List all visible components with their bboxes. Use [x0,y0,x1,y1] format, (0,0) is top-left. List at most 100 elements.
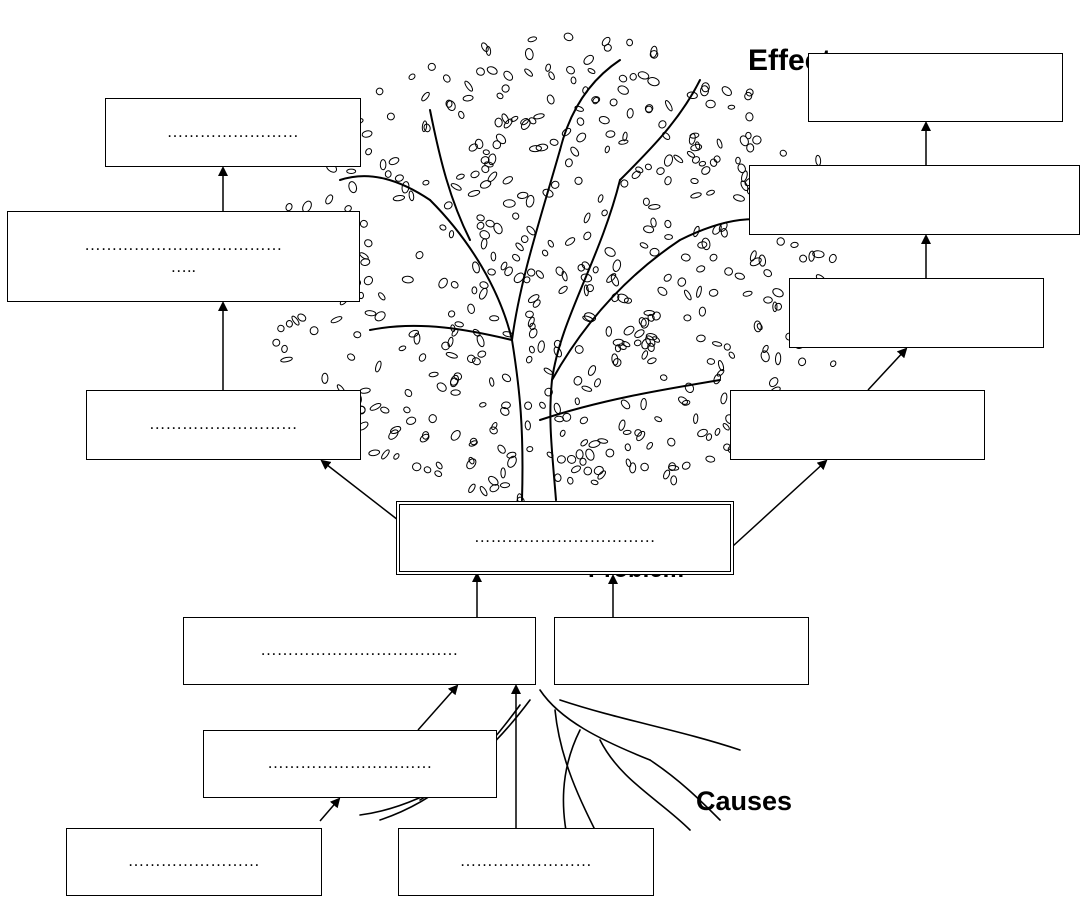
leaf [309,325,320,336]
leaf [439,224,447,231]
leaf [593,266,599,273]
leaf [606,130,616,137]
leaf [720,85,733,97]
leaf [574,177,582,185]
leaf [474,138,484,149]
effect-box-left-3[interactable]: ……………………… [86,390,361,460]
leaf [583,212,591,223]
leaf [478,287,489,300]
effect-box-right-4[interactable] [730,390,985,460]
cause-box-3[interactable]: ………………………… [203,730,497,798]
leaf [693,414,698,424]
leaf [495,118,503,127]
leaf [363,238,373,248]
leaf [763,268,773,278]
leaf [447,337,454,347]
leaf [673,154,684,164]
leaf [587,67,596,74]
leaf [666,437,676,447]
leaf [515,242,525,252]
problem-box[interactable]: …………………………… [396,501,734,575]
leaf [536,144,548,152]
leaf [790,242,798,248]
leaf [533,113,544,120]
leaf [481,238,488,249]
leaf [664,100,673,112]
leaf [591,479,599,485]
leaf [613,358,622,367]
leaf [563,32,574,42]
leaf [660,374,668,381]
leaf [579,416,589,425]
leaf [451,390,460,396]
leaf [695,141,700,149]
effect-box-left-2[interactable]: ……………………………… ….. [7,211,360,302]
leaf [537,340,545,352]
leaf [620,398,632,410]
leaf [535,269,545,279]
effect-box-right-1[interactable] [808,53,1063,122]
cause-box-2[interactable] [554,617,809,685]
cause-box-1[interactable]: ……………………………… [183,617,536,685]
leaf [271,338,281,348]
leaf [490,316,499,321]
leaf [525,421,531,430]
cause-box-4[interactable]: …………………… [66,828,322,896]
leaf [456,173,465,180]
leaf [601,36,612,47]
leaf [620,179,628,187]
leaf [603,246,616,258]
leaf [684,315,691,321]
leaf [575,398,580,405]
leaf [561,271,568,282]
leaf [664,220,672,229]
leaf [712,341,722,347]
leaf [286,320,294,328]
leaf [471,356,481,366]
leaf [604,146,610,154]
leaf [565,65,576,75]
leaf [517,192,528,199]
leaf [377,292,386,301]
leaf [601,209,609,217]
leaf [489,377,495,386]
leaf [716,139,723,149]
effect-box-left-1[interactable]: …………………… [105,98,361,167]
leaf [501,468,505,478]
leaf [475,67,485,77]
leaf [745,132,751,139]
causes-label: Causes [696,786,792,817]
leaf [415,250,425,260]
leaf [422,180,429,186]
leaf [573,375,583,386]
leaf [363,275,375,287]
effect-box-right-2[interactable] [749,165,1080,235]
leaf [635,166,644,174]
leaf [557,455,566,463]
leaf [688,133,696,145]
leaf [348,181,358,194]
leaf [706,189,715,196]
leaf [707,358,715,364]
leaf [480,164,490,174]
effect-box-right-3[interactable] [789,278,1044,348]
leaf [565,158,573,167]
leaf [374,360,382,372]
leaf [576,117,585,126]
leaf [797,357,806,367]
leaf [511,253,521,262]
leaf [646,441,654,450]
leaf [696,335,705,343]
leaf [622,324,635,336]
leaf [467,483,476,494]
leaf [643,198,649,206]
leaf [476,221,486,231]
leaf [467,303,476,314]
leaf [503,200,515,207]
leaf [634,339,642,346]
cause-box-5[interactable]: …………………… [398,828,654,896]
leaf [450,182,462,191]
leaf [559,429,566,437]
leaf [470,170,480,179]
